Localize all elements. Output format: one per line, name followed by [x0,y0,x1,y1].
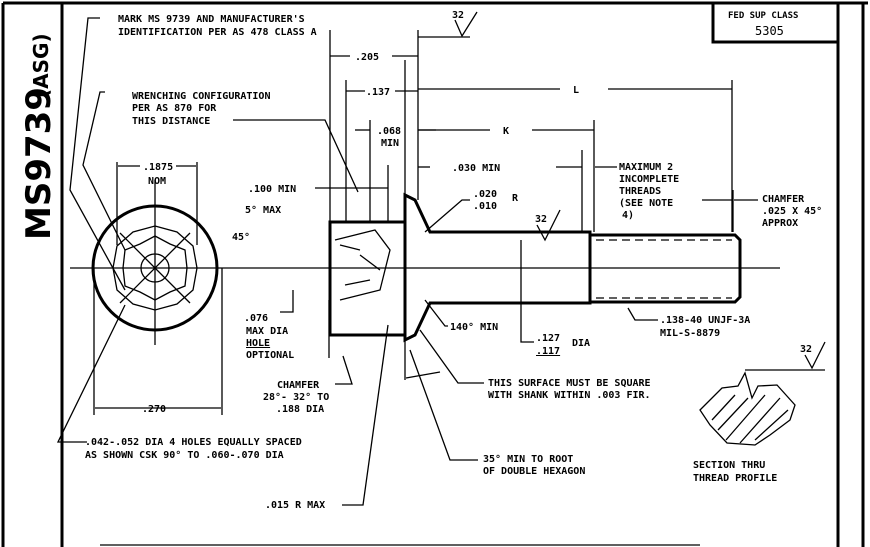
note-chamfer-end-1: CHAMFER [762,194,805,205]
note-hex-root-2: OF DOUBLE HEXAGON [483,466,585,477]
dim-radius-010: .010 [473,201,497,212]
note-wrenching-2: PER AS 870 FOR [132,103,217,114]
fsc-box: FED SUP CLASS 5305 [711,3,838,44]
note-holes-2: AS SHOWN CSK 90° TO .060-.070 DIA [85,450,284,461]
note-wrenching-1: WRENCHING CONFIGURATION [132,91,270,102]
note-threads-2: INCOMPLETE [619,174,679,185]
surface-finish-marks: 32 32 32 [452,10,826,371]
note-threads-1: MAXIMUM 2 [619,162,673,173]
note-holes-1: .042-.052 DIA 4 HOLES EQUALLY SPACED [85,437,302,448]
dim-1875-nom: NOM [148,176,166,187]
dim-205: .205 [355,52,379,63]
fsc-label: FED SUP CLASS [728,11,798,21]
note-hole-4: OPTIONAL [246,350,294,361]
bolt-side-view: .205 .137 .068 MIN .100 MIN 5° MAX 45° L… [232,30,780,380]
finish-mark-top: 32 [452,10,464,21]
dim-030-min: .030 MIN [452,163,500,174]
note-hole-3: HOLE [246,338,270,349]
dim-100-min: .100 MIN [248,184,296,195]
note-threads-4: (SEE NOTE [619,198,673,209]
section-label-2: THREAD PROFILE [693,473,777,484]
note-chamfer-head-2: 28°- 32° TO [263,392,329,403]
note-chamfer-head-3: .188 DIA [276,404,324,415]
dim-068-min: MIN [381,138,399,149]
title-block: MS9739 (ASG) [19,33,59,240]
thread-section-view [699,371,796,446]
note-hole-1: .076 [244,313,268,324]
dim-068: .068 [377,126,401,137]
dim-117: .117 [536,346,560,357]
dim-5-max: 5° MAX [245,205,281,216]
dim-270: .270 [142,404,166,415]
dim-K: K [503,126,509,137]
note-square-2: WITH SHANK WITHIN .003 FIR. [488,390,651,401]
note-radius-max: .015 R MAX [265,500,325,511]
note-square-1: THIS SURFACE MUST BE SQUARE [488,378,651,389]
dim-radius-R: R [512,193,519,204]
note-threads-5: 4) [622,210,634,221]
finish-mark-shank: 32 [535,214,547,225]
dim-140-min: 140° MIN [450,322,498,333]
note-hex-root-1: 35° MIN TO ROOT [483,454,573,465]
dim-1875: .1875 [143,162,173,173]
note-chamfer-head-1: CHAMFER [277,380,320,391]
note-marking-1: MARK MS 9739 AND MANUFACTURER'S [118,14,305,25]
note-chamfer-end-2: .025 X 45° [762,206,822,217]
part-number: MS9739 [19,87,59,240]
part-suffix: (ASG) [29,33,53,98]
dim-radius-020: .020 [473,189,497,200]
note-threads-3: THREADS [619,186,661,197]
section-label-1: SECTION THRU [693,460,765,471]
note-wrenching-3: THIS DISTANCE [132,116,210,127]
head-end-view: .270 .1875 NOM [56,17,300,443]
note-thread-spec-2: MIL-S-8879 [660,328,720,339]
dim-dia: DIA [572,338,590,349]
notes: MARK MS 9739 AND MANUFACTURER'S IDENTIFI… [85,14,822,511]
note-chamfer-end-3: APPROX [762,218,798,229]
note-thread-spec-1: .138-40 UNJF-3A [660,315,750,326]
finish-mark-thread: 32 [800,344,812,355]
dim-127: .127 [536,333,560,344]
dim-L: L [573,85,579,96]
dim-45: 45° [232,232,250,243]
note-marking-2: IDENTIFICATION PER AS 478 CLASS A [118,27,317,38]
dim-137: .137 [366,87,390,98]
note-hole-2: MAX DIA [246,326,288,337]
fsc-value: 5305 [755,24,784,38]
